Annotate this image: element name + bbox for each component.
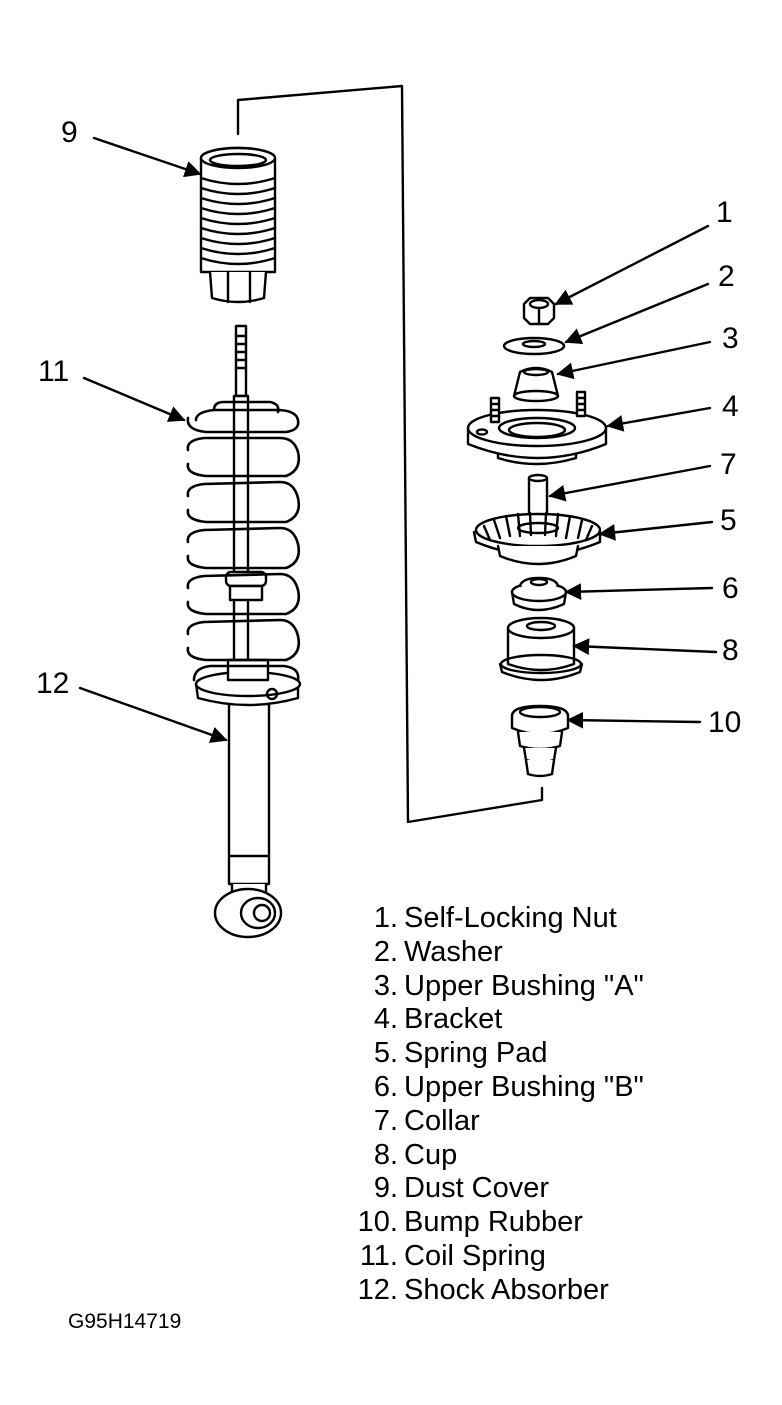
callout-4: 4 [722, 390, 739, 423]
legend-label: Collar [404, 1104, 480, 1137]
legend-number: 10. [357, 1206, 398, 1239]
legend-number: 2. [373, 935, 398, 968]
washer-part [502, 336, 566, 356]
legend-label: Upper Bushing "B" [404, 1070, 644, 1103]
callout-3: 3 [722, 322, 739, 355]
leader-9 [92, 136, 202, 178]
leader-5 [598, 520, 714, 541]
figure-code: G95H14719 [68, 1310, 182, 1333]
legend-item: 11.Coil Spring [352, 1240, 644, 1274]
leader-4 [606, 406, 712, 432]
leader-11 [82, 376, 186, 422]
spring-pad-part [472, 511, 602, 566]
legend-number: 9. [373, 1172, 398, 1205]
bump-rubber-part [510, 704, 570, 778]
callout-12: 12 [36, 667, 70, 700]
callout-7: 7 [720, 448, 737, 481]
legend-item: 7.Collar [352, 1105, 644, 1139]
legend-number: 6. [373, 1070, 398, 1103]
leader-arrows [78, 136, 718, 743]
parts-legend: 1.Self-Locking Nut 2.Washer 3.Upper Bush… [352, 902, 644, 1308]
cup-part [498, 616, 584, 682]
legend-item: 12.Shock Absorber [352, 1274, 644, 1308]
lower-spring-seat [194, 658, 302, 707]
legend-item: 5.Spring Pad [352, 1037, 644, 1071]
callout-10: 10 [708, 706, 742, 739]
legend-item: 3.Upper Bushing "A" [352, 970, 644, 1004]
callout-1: 1 [716, 196, 733, 229]
legend-label: Spring Pad [404, 1037, 548, 1070]
legend-number: 5. [373, 1037, 398, 1070]
legend-item: 9.Dust Cover [352, 1172, 644, 1206]
callout-11: 11 [38, 355, 70, 388]
self-locking-nut-part [522, 296, 556, 326]
bracket-part [466, 390, 608, 466]
legend-item: 8.Cup [352, 1139, 644, 1173]
leader-1 [554, 224, 710, 306]
leader-10 [566, 711, 702, 729]
coil-spring-part [186, 400, 301, 682]
legend-label: Shock Absorber [404, 1273, 609, 1306]
legend-number: 12. [357, 1273, 398, 1306]
legend-label: Self-Locking Nut [404, 902, 617, 934]
upper-bushing-a-part [512, 366, 560, 403]
legend-number: 3. [373, 969, 398, 1002]
callout-8: 8 [722, 634, 739, 667]
leader-7 [548, 464, 712, 502]
legend-label: Cup [404, 1138, 458, 1171]
legend-label: Coil Spring [404, 1239, 546, 1272]
callout-6: 6 [722, 572, 739, 605]
callout-9: 9 [61, 116, 78, 149]
legend-number: 11. [359, 1239, 398, 1272]
leader-2 [564, 282, 710, 345]
legend-item: 1.Self-Locking Nut [352, 902, 644, 936]
legend-item: 10.Bump Rubber [352, 1206, 644, 1240]
shock-absorber-part [213, 324, 283, 939]
upper-bushing-b-part [510, 576, 568, 612]
legend-item: 2.Washer [352, 936, 644, 970]
legend-number: 7. [373, 1104, 398, 1137]
legend-number: 8. [373, 1138, 398, 1171]
dust-cover-part [199, 146, 277, 304]
legend-number: 4. [373, 1003, 398, 1036]
legend-item: 6.Upper Bushing "B" [352, 1071, 644, 1105]
leader-8 [572, 638, 718, 656]
legend-label: Dust Cover [404, 1172, 550, 1205]
legend-label: Bracket [404, 1003, 503, 1036]
legend-label: Bump Rubber [404, 1206, 583, 1239]
legend-item: 4.Bracket [352, 1003, 644, 1037]
collar-part [527, 473, 549, 520]
callout-5: 5 [720, 504, 737, 537]
legend-number: 1. [373, 902, 398, 934]
legend-label: Upper Bushing "A" [404, 969, 644, 1002]
leader-12 [78, 686, 228, 743]
leader-6 [564, 583, 714, 600]
leader-3 [556, 340, 712, 380]
callout-2: 2 [718, 260, 735, 293]
assembly-alignment-line [236, 84, 544, 824]
legend-label: Washer [404, 935, 503, 968]
